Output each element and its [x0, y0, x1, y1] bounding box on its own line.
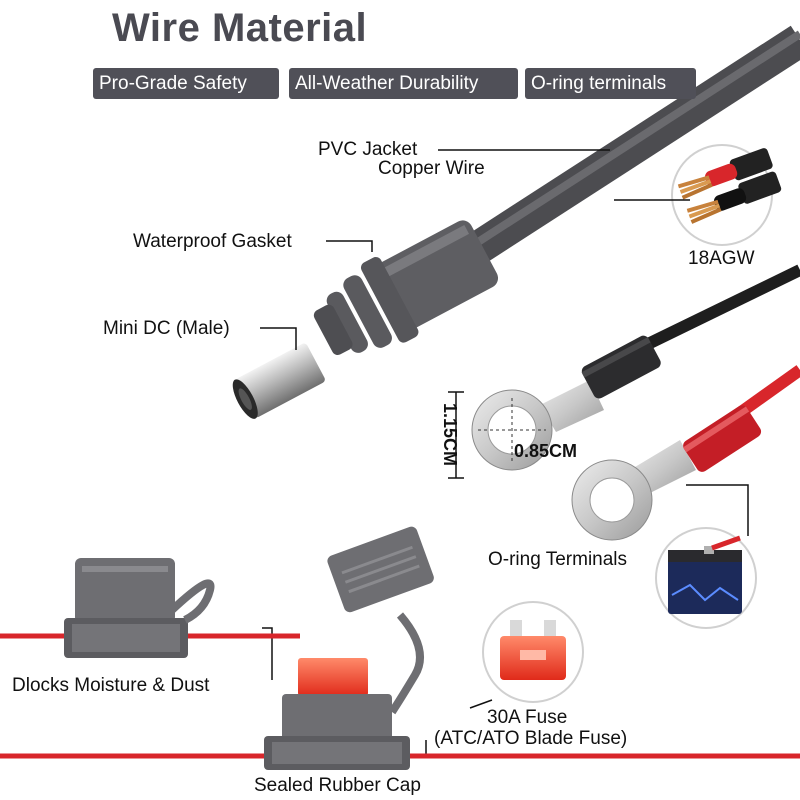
- mini-dc-plug: [232, 343, 325, 419]
- mini-dc-label: Mini DC (Male): [103, 318, 230, 339]
- red-ring-terminal: [571, 405, 762, 541]
- gauge-label: 18AGW: [688, 248, 755, 269]
- sealed-cap-label: Sealed Rubber Cap: [254, 775, 421, 796]
- blocks-moisture-label: Dlocks Moisture & Dust: [12, 675, 210, 696]
- battery-inset: [655, 527, 757, 629]
- page-title: Wire Material: [112, 6, 368, 50]
- feature-badge-terminals: O-ring terminals: [525, 68, 696, 99]
- pvc-jacket-label: PVC Jacket: [318, 139, 418, 160]
- dc-cable: [465, 25, 800, 265]
- copper-wire-label: Copper Wire: [378, 158, 485, 179]
- copper-wire-inset: [671, 144, 782, 246]
- leader-lines: [260, 149, 749, 755]
- ring-height-dimension: 1.15CM: [440, 402, 461, 467]
- feature-badge-safety: Pro-Grade Safety: [93, 68, 279, 99]
- oring-terminals-label: O-ring Terminals: [488, 549, 628, 570]
- waterproof-gasket: [313, 220, 499, 355]
- feature-badge-durability: All-Weather Durability: [289, 68, 518, 99]
- fuse-type-label: (ATC/ATO Blade Fuse): [434, 728, 628, 749]
- fuse-rating-label: 30A Fuse: [487, 707, 568, 728]
- blade-fuse-inset: [482, 601, 584, 703]
- fuse-holder-closed: [64, 558, 215, 658]
- fuse-holder-open: [264, 526, 434, 770]
- waterproof-gasket-label: Waterproof Gasket: [133, 231, 292, 252]
- ring-width-dimension: 0.85CM: [514, 441, 578, 461]
- ring-dimension-lines: [448, 391, 546, 479]
